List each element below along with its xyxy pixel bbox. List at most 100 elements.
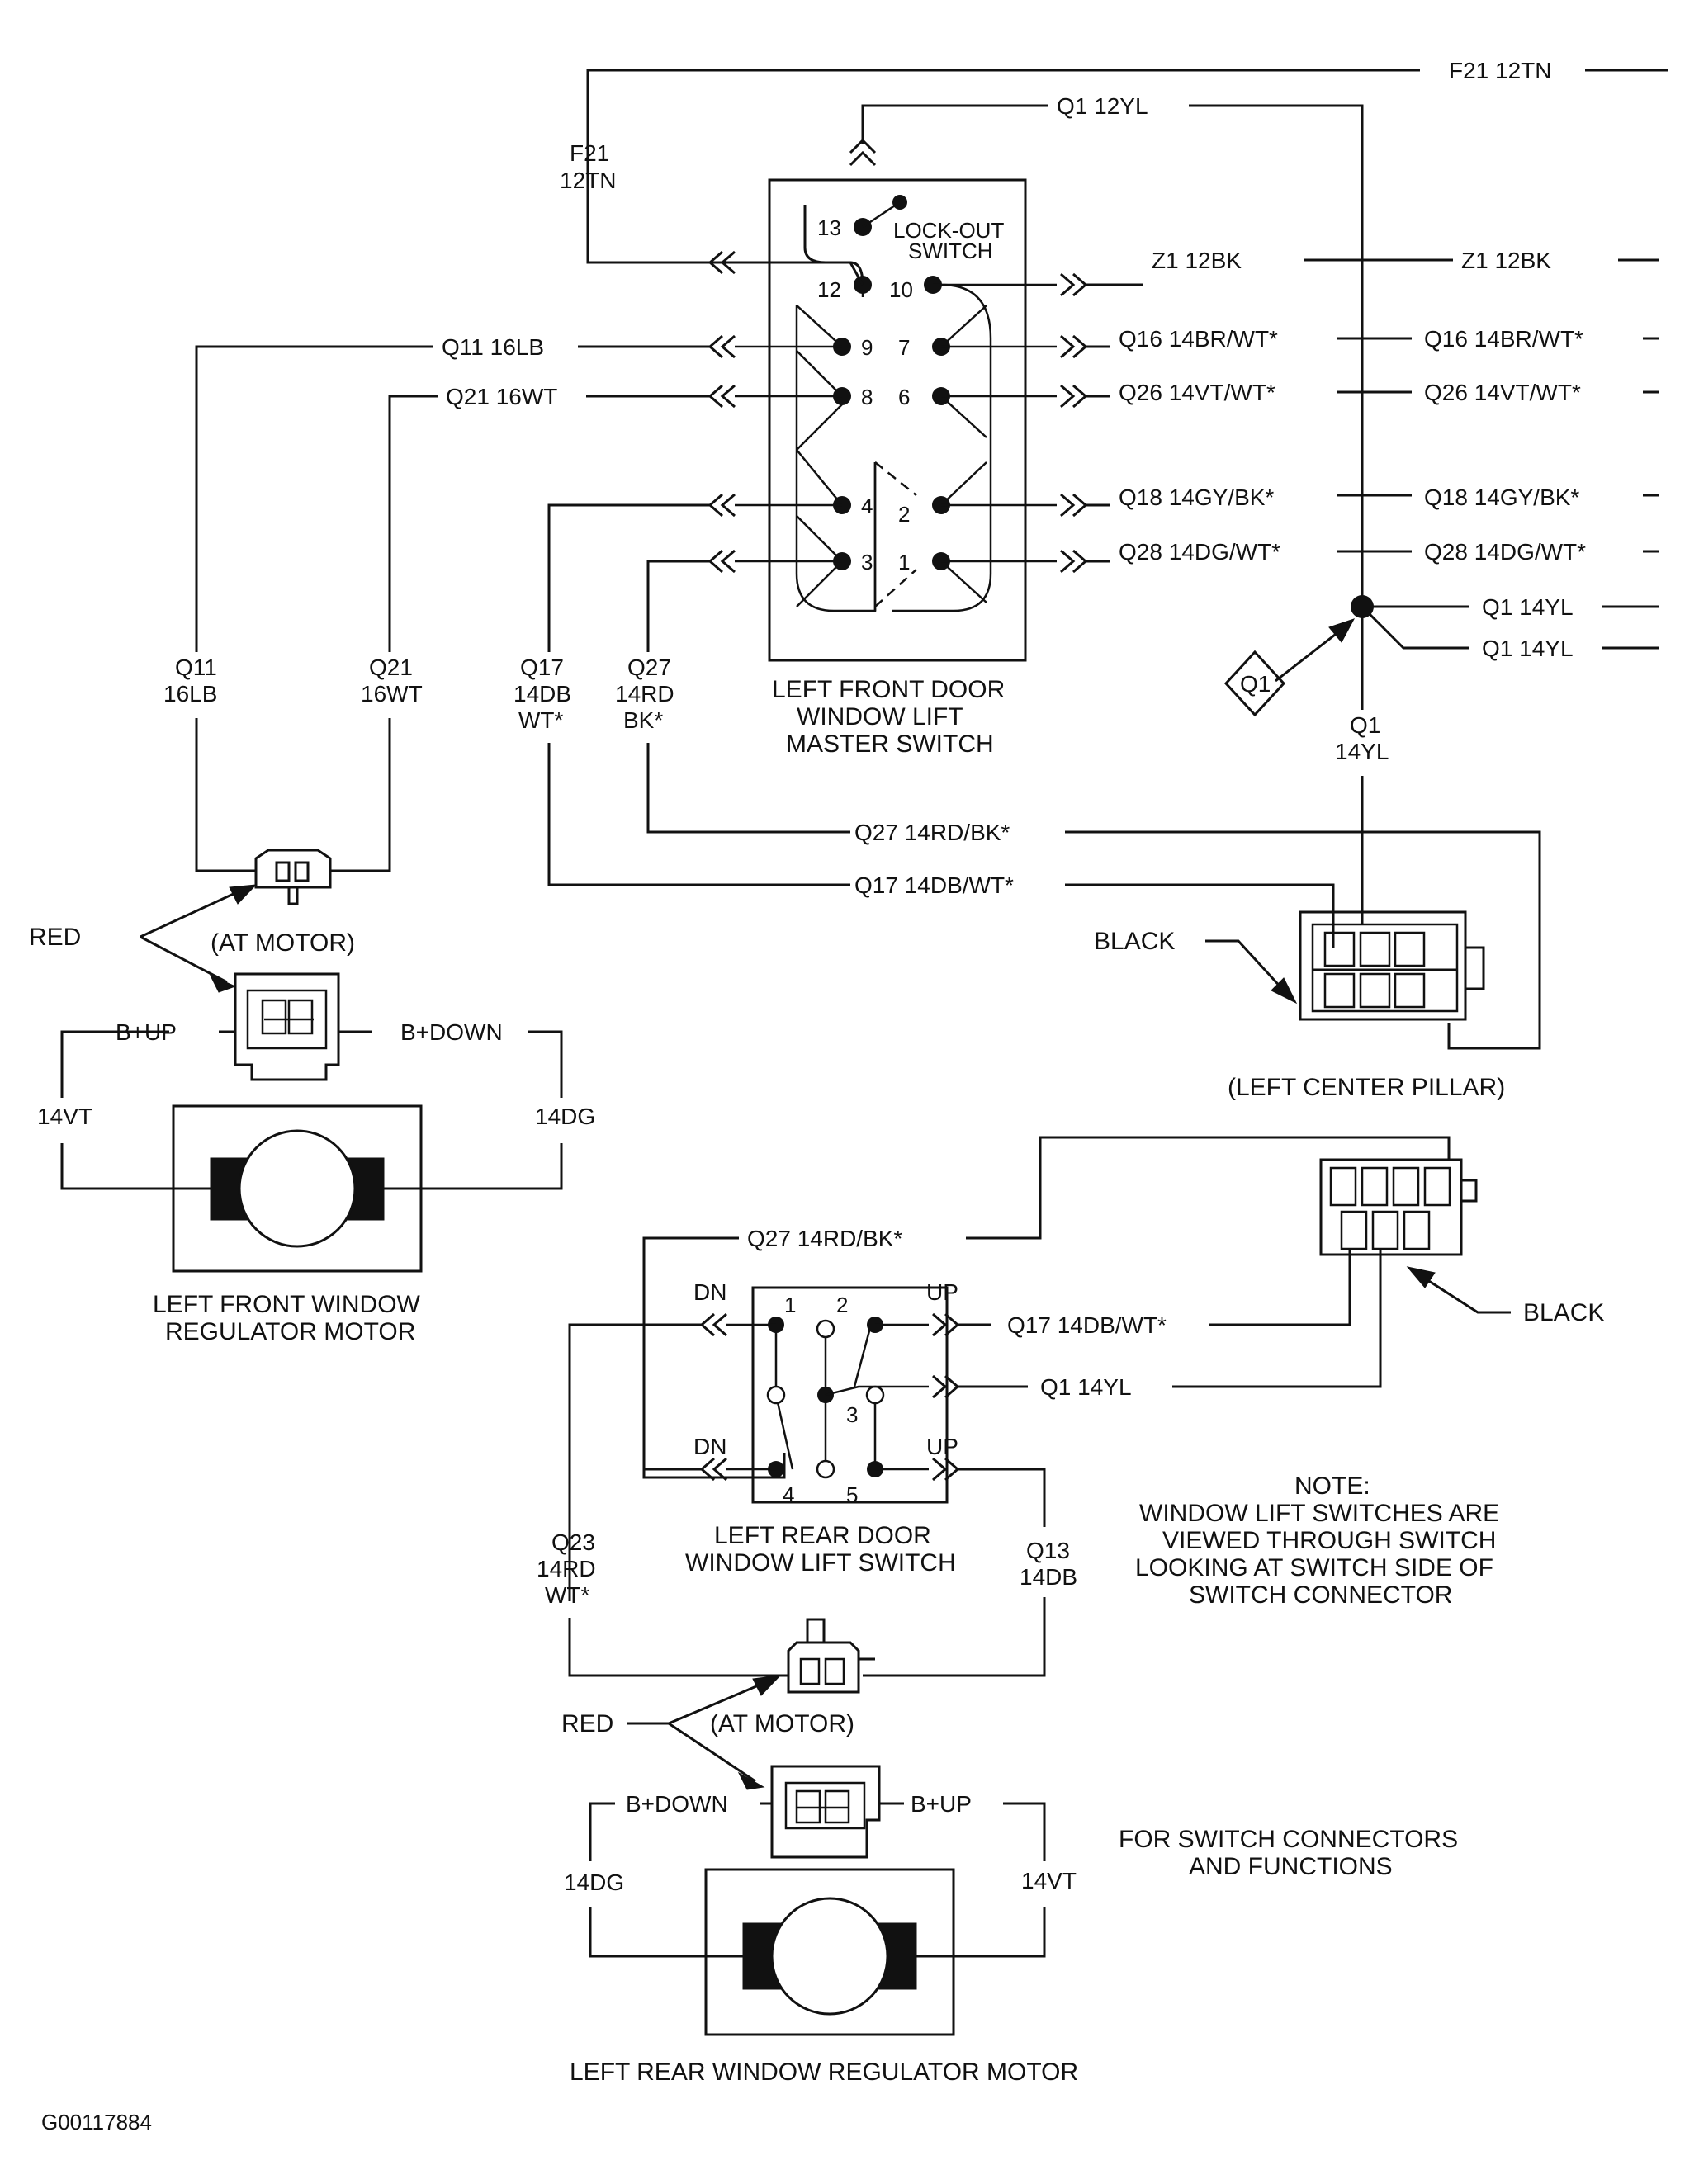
front-motor-plug xyxy=(219,972,372,1081)
note-line-1: NOTE: xyxy=(1294,1473,1370,1500)
note-block: NOTE: WINDOW LIFT SWITCHES ARE VIEWED TH… xyxy=(1119,1473,1499,1880)
pin-label-9: 9 xyxy=(861,335,873,360)
pin-label-13: 13 xyxy=(817,215,841,240)
rear-motor-title: LEFT REAR WINDOW REGULATOR MOTOR xyxy=(570,2059,1078,2086)
label-q18-a: Q18 14GY/BK* xyxy=(1119,485,1274,510)
label-q27-h: Q27 14RD/BK* xyxy=(854,820,1010,845)
note-line-4: LOOKING AT SWITCH SIDE OF xyxy=(1135,1554,1493,1581)
label-q27-h2: Q27 14RD/BK* xyxy=(747,1226,902,1251)
master-switch-title-1: LEFT FRONT DOOR xyxy=(772,676,1005,703)
wire-q1-12yl: Q1 12YL xyxy=(849,93,1364,607)
master-switch-title-2: WINDOW LIFT xyxy=(797,703,963,730)
label-q27-v1: Q27 xyxy=(627,655,671,680)
pin-label-10: 10 xyxy=(889,277,913,302)
front-left-wires: Q11 16LB Q11 16LB Q21 16WT Q21 16WT Q17 … xyxy=(163,334,1541,1050)
right-column-wires: Z1 12BK Z1 12BK Q16 14BR/WT* Q16 14BR/WT… xyxy=(1119,248,1659,924)
label-bdown-rear: B+DOWN xyxy=(626,1791,728,1817)
for-switch-line-1: FOR SWITCH CONNECTORS xyxy=(1119,1826,1458,1853)
label-q21-v2: 16WT xyxy=(361,681,423,707)
label-dg-front: 14DG xyxy=(535,1104,595,1129)
label-q28-a: Q28 14DG/WT* xyxy=(1119,539,1280,565)
label-q17-h2: Q17 14DB/WT* xyxy=(1007,1312,1167,1338)
label-q1-r2: Q1 14YL xyxy=(1482,636,1574,661)
rear-motor-plug xyxy=(760,1765,904,1859)
front-motor-connector: (AT MOTOR) RED xyxy=(29,849,355,993)
label-q1-r1: Q1 14YL xyxy=(1482,594,1574,620)
splice-label: Q1 xyxy=(1240,671,1271,697)
master-switch-title-3: MASTER SWITCH xyxy=(786,730,994,758)
label-q13-v2: 14DB xyxy=(1020,1564,1077,1590)
master-right-wires xyxy=(933,272,1143,574)
rear-window-motor: LEFT REAR WINDOW REGULATOR MOTOR xyxy=(570,1868,1078,2086)
lockout-label-2: SWITCH xyxy=(908,239,993,263)
label-q16-a: Q16 14BR/WT* xyxy=(1119,326,1278,352)
front-motor-title-2: REGULATOR MOTOR xyxy=(165,1318,415,1345)
red-front-label: RED xyxy=(29,924,81,951)
at-motor-front-label: (AT MOTOR) xyxy=(211,929,355,957)
for-switch-line-2: AND FUNCTIONS xyxy=(1189,1853,1393,1880)
figure-id: G00117884 xyxy=(41,2110,152,2134)
rear-switch-title-2: WINDOW LIFT SWITCH xyxy=(685,1549,956,1577)
rear-pin-label-4: 4 xyxy=(783,1482,794,1507)
rear-pin-label-2: 2 xyxy=(836,1293,848,1317)
label-q1-h2: Q1 14YL xyxy=(1040,1374,1132,1400)
label-q16-b: Q16 14BR/WT* xyxy=(1424,326,1583,352)
label-bup-front: B+UP xyxy=(116,1019,177,1045)
label-q11-v1: Q11 xyxy=(175,655,217,680)
front-motor-title-1: LEFT FRONT WINDOW xyxy=(153,1291,421,1318)
pin-label-12: 12 xyxy=(817,277,841,302)
label-q11-h: Q11 16LB xyxy=(442,334,544,360)
label-q17-v1: Q17 xyxy=(520,655,564,680)
label-q23-v2: 14RD xyxy=(537,1556,596,1581)
label-f21-v2: 12TN xyxy=(560,168,616,193)
rear-motor-connector: RED (AT MOTOR) xyxy=(561,1618,875,1790)
label-q17-h: Q17 14DB/WT* xyxy=(854,872,1014,898)
pin-label-2: 2 xyxy=(898,502,910,527)
splice-diamond xyxy=(1223,650,1286,717)
note-line-3: VIEWED THROUGH SWITCH xyxy=(1162,1527,1496,1554)
label-f21-v1: F21 xyxy=(570,140,609,166)
label-dg-rear: 14DG xyxy=(564,1870,624,1895)
rear-switch-title-1: LEFT REAR DOOR xyxy=(714,1522,931,1549)
front-window-motor: LEFT FRONT WINDOW REGULATOR MOTOR xyxy=(153,1104,423,1345)
pin-label-6: 6 xyxy=(898,385,910,409)
pillar-connector: BLACK (LEFT CENTER PILLAR) xyxy=(1094,910,1505,1101)
pin-label-8: 8 xyxy=(861,385,873,409)
rear-connector: Q27 14RD/BK* BLACK xyxy=(642,1136,1604,1479)
label-q1-v2: 14YL xyxy=(1335,739,1389,764)
label-q26-b: Q26 14VT/WT* xyxy=(1424,380,1581,405)
label-q21-v1: Q21 xyxy=(369,655,413,680)
label-q1-top: Q1 12YL xyxy=(1057,93,1148,119)
label-bup-rear: B+UP xyxy=(911,1791,972,1817)
rear-pin-label-5: 5 xyxy=(846,1482,858,1507)
label-bdown-front: B+DOWN xyxy=(400,1019,503,1045)
note-line-5: SWITCH CONNECTOR xyxy=(1189,1581,1452,1609)
rear-pin-label-3: 3 xyxy=(846,1402,858,1427)
rear-switch: 1 2 3 4 5 DN UP DN UP LEFT REAR DOOR WIN… xyxy=(685,1279,958,1577)
label-q23-v1: Q23 xyxy=(551,1529,595,1555)
pin-label-3: 3 xyxy=(861,550,873,574)
lockout-label-1: LOCK-OUT xyxy=(893,218,1004,243)
rear-pin-label-1: 1 xyxy=(784,1293,796,1317)
label-z1-b: Z1 12BK xyxy=(1461,248,1551,273)
dn-label-1: DN xyxy=(693,1279,726,1305)
up-label-1: UP xyxy=(926,1279,958,1305)
rear-motor-wiring: B+DOWN B+UP 14DG 14VT xyxy=(564,1791,1077,1958)
label-q17-v3: WT* xyxy=(518,707,564,733)
label-q23-v3: WT* xyxy=(545,1582,590,1608)
master-switch: 13 12 10 9 7 8 6 4 2 3 1 LOCK-OUT SWITCH… xyxy=(768,178,1027,758)
label-q26-a: Q26 14VT/WT* xyxy=(1119,380,1275,405)
label-z1-a: Z1 12BK xyxy=(1152,248,1242,273)
label-q1-v1: Q1 xyxy=(1350,712,1380,738)
wire-f21: F21 12TN F21 12TN xyxy=(560,58,1668,264)
black-rear-label: BLACK xyxy=(1523,1299,1604,1326)
pin-label-4: 4 xyxy=(861,494,873,518)
label-vt-front: 14VT xyxy=(37,1104,92,1129)
label-q13-v1: Q13 xyxy=(1026,1538,1070,1563)
label-q27-v2: 14RD xyxy=(615,681,674,707)
pin-label-1: 1 xyxy=(898,550,910,574)
label-q21-h: Q21 16WT xyxy=(446,384,557,409)
label-q28-b: Q28 14DG/WT* xyxy=(1424,539,1586,565)
label-f21-top: F21 12TN xyxy=(1449,58,1552,83)
